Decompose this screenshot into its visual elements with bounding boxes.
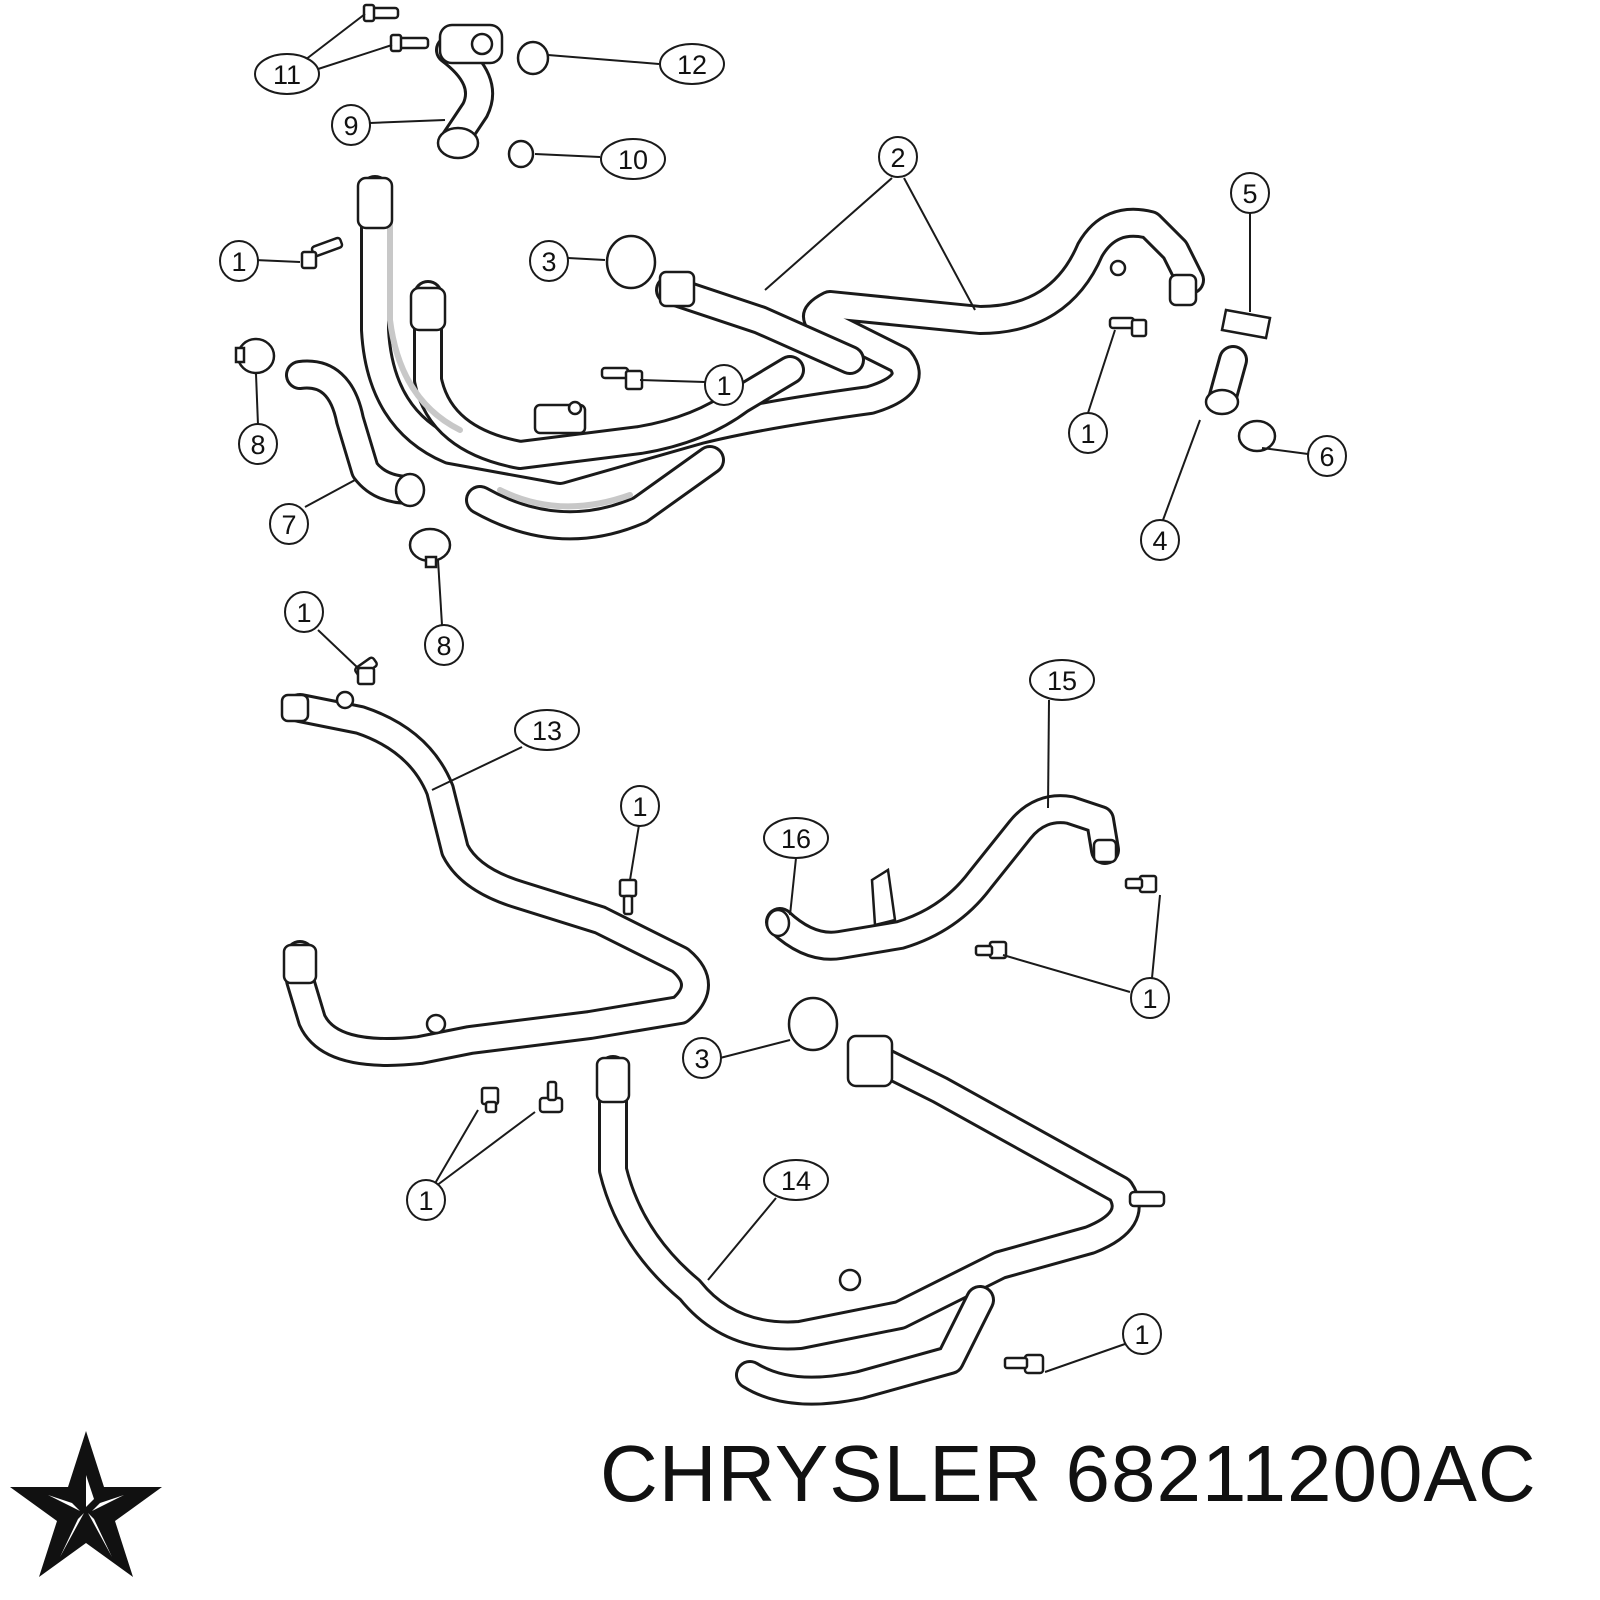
chrysler-pentastar-icon: [10, 1431, 162, 1577]
callout-13: 13: [514, 709, 580, 751]
svg-text:1: 1: [296, 598, 311, 628]
bolt-part-1-a: [300, 236, 344, 270]
hose-clamp-part-8-lower: [408, 527, 452, 569]
callout-8-b: 8: [424, 624, 464, 666]
bolt-part-1-e: [618, 878, 638, 916]
callout-3-b: 3: [682, 1037, 722, 1079]
brand-part-number-label: CHRYSLER 68211200AC: [600, 1428, 1537, 1520]
bolt-part-11-lower: [389, 33, 430, 53]
coolant-tube-part-14: [595, 1034, 1166, 1406]
svg-text:7: 7: [281, 510, 296, 540]
svg-text:1: 1: [1142, 984, 1157, 1014]
svg-text:1: 1: [231, 247, 246, 277]
o-ring-seal-part-10: [507, 139, 535, 169]
callout-9: 9: [331, 104, 371, 146]
svg-text:9: 9: [343, 111, 358, 141]
callout-7: 7: [269, 503, 309, 545]
bolt-part-1-d: [354, 656, 378, 686]
thermostat-outlet-part-9: [435, 23, 504, 160]
callout-2: 2: [878, 136, 918, 178]
svg-text:12: 12: [677, 50, 707, 80]
part-number: 68211200AC: [1065, 1429, 1537, 1518]
svg-text:1: 1: [1080, 419, 1095, 449]
bolt-part-1-c: [1108, 316, 1148, 338]
callout-6: 6: [1307, 435, 1347, 477]
coolant-tube-part-15: [765, 794, 1120, 961]
svg-text:3: 3: [694, 1044, 709, 1074]
coolant-hose-part-7: [285, 359, 426, 508]
svg-text:1: 1: [418, 1186, 433, 1216]
svg-text:15: 15: [1047, 666, 1077, 696]
svg-text:2: 2: [890, 143, 905, 173]
svg-text:11: 11: [273, 60, 301, 90]
svg-text:14: 14: [781, 1166, 811, 1196]
callout-14: 14: [763, 1159, 829, 1201]
callout-10: 10: [600, 138, 666, 180]
coolant-tube-part-13: [280, 690, 710, 1067]
bolt-part-1-f: [1124, 874, 1158, 894]
brand-name: CHRYSLER: [600, 1429, 1043, 1518]
callout-12: 12: [659, 43, 725, 85]
svg-text:1: 1: [1134, 1320, 1149, 1350]
svg-text:10: 10: [618, 145, 648, 175]
svg-text:8: 8: [436, 631, 451, 661]
bolt-part-1-i: [538, 1080, 564, 1114]
callout-4: 4: [1140, 519, 1180, 561]
svg-text:8: 8: [250, 430, 265, 460]
coolant-hose-part-4: [1204, 345, 1248, 416]
hose-clamp-part-5: [1220, 308, 1272, 340]
o-ring-seal-part-3-upper: [605, 234, 657, 290]
callout-15: 15: [1029, 659, 1095, 701]
callout-16: 16: [763, 817, 829, 859]
svg-text:13: 13: [532, 716, 562, 746]
hose-clamp-part-8-upper: [234, 337, 276, 375]
svg-text:4: 4: [1152, 526, 1167, 556]
callout-1-g: 1: [406, 1179, 446, 1221]
svg-text:1: 1: [716, 371, 731, 401]
callout-1-d: 1: [284, 591, 324, 633]
callout-1-e: 1: [620, 785, 660, 827]
svg-text:3: 3: [541, 247, 556, 277]
callout-8-a: 8: [238, 423, 278, 465]
svg-text:6: 6: [1319, 442, 1334, 472]
bolt-part-1-j: [1003, 1353, 1045, 1375]
callout-3-a: 3: [529, 240, 569, 282]
callout-5: 5: [1230, 172, 1270, 214]
svg-text:1: 1: [632, 792, 647, 822]
callout-11: 11: [254, 53, 320, 95]
callout-1-h: 1: [1122, 1313, 1162, 1355]
o-ring-seal-part-3-lower: [787, 996, 839, 1052]
bolt-part-1-h: [480, 1086, 500, 1114]
leader-lines: [254, 13, 1309, 1373]
svg-text:16: 16: [781, 824, 811, 854]
callout-1-a: 1: [219, 240, 259, 282]
coolant-tube-part-2: [356, 175, 1205, 541]
bolt-part-1-b: [600, 366, 644, 391]
callout-1-c: 1: [1068, 412, 1108, 454]
bolt-part-1-g: [974, 940, 1008, 960]
hose-clamp-part-6: [1237, 419, 1277, 453]
bolt-part-11-upper: [362, 3, 400, 23]
callout-1-b: 1: [704, 364, 744, 406]
callout-1-f: 1: [1130, 977, 1170, 1019]
o-ring-seal-part-12: [516, 40, 550, 76]
svg-text:5: 5: [1242, 179, 1257, 209]
